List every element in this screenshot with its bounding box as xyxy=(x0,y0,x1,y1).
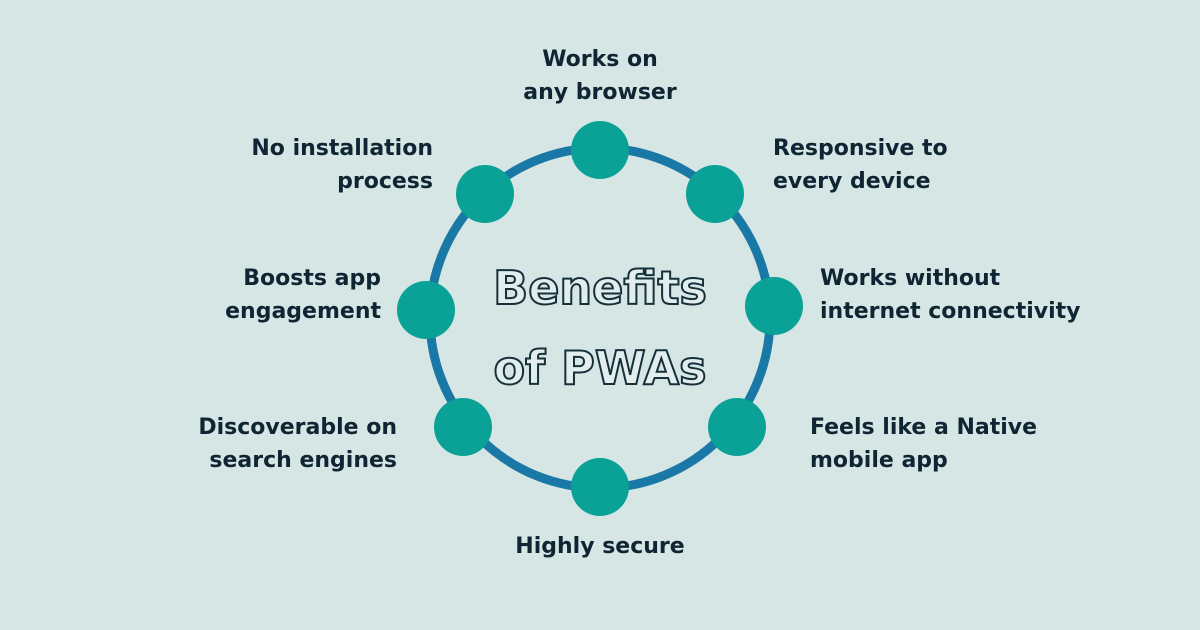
benefit-label-highly-secure: Highly secure xyxy=(470,530,730,563)
benefit-line-2: process xyxy=(337,169,433,194)
node-dot-right xyxy=(745,277,803,335)
node-dot-bottom-right xyxy=(708,398,766,456)
benefit-line-1: Boosts app xyxy=(243,266,381,291)
benefit-line-1: Discoverable on xyxy=(198,415,397,440)
diagram-title: Benefits of PWAs xyxy=(440,248,760,408)
title-line-2: of PWAs xyxy=(493,340,708,396)
benefit-line-2: engagement xyxy=(225,299,381,324)
benefit-label-native-feel: Feels like a Native mobile app xyxy=(810,411,1037,477)
node-dot-bottom xyxy=(571,458,629,516)
benefit-line-2: mobile app xyxy=(810,448,948,473)
benefit-line-1: No installation xyxy=(251,136,433,161)
benefit-label-offline: Works without internet connectivity xyxy=(820,262,1081,328)
benefit-label-discoverable: Discoverable on search engines xyxy=(198,411,397,477)
benefit-line-2: search engines xyxy=(209,448,397,473)
benefit-line-2: internet connectivity xyxy=(820,299,1081,324)
benefit-line-1: Feels like a Native xyxy=(810,415,1038,440)
title-line-1: Benefits xyxy=(492,260,708,316)
benefit-label-engagement: Boosts app engagement xyxy=(225,262,381,328)
benefit-label-no-installation: No installation process xyxy=(251,132,433,198)
benefit-label-works-on-any-browser: Works on any browser xyxy=(470,43,730,109)
node-dot-top xyxy=(571,121,629,179)
benefit-line-2: every device xyxy=(773,169,931,194)
benefit-line-1: Works without xyxy=(820,266,1001,291)
benefit-label-responsive: Responsive to every device xyxy=(773,132,948,198)
benefit-line-1: Works on xyxy=(542,47,658,72)
benefit-line-1: Responsive to xyxy=(773,136,948,161)
node-dot-left xyxy=(397,281,455,339)
node-dot-top-left xyxy=(456,165,514,223)
node-dot-bottom-left xyxy=(434,398,492,456)
benefit-line-2: any browser xyxy=(523,80,677,105)
node-dot-top-right xyxy=(686,165,744,223)
benefit-line-1: Highly secure xyxy=(515,534,685,559)
